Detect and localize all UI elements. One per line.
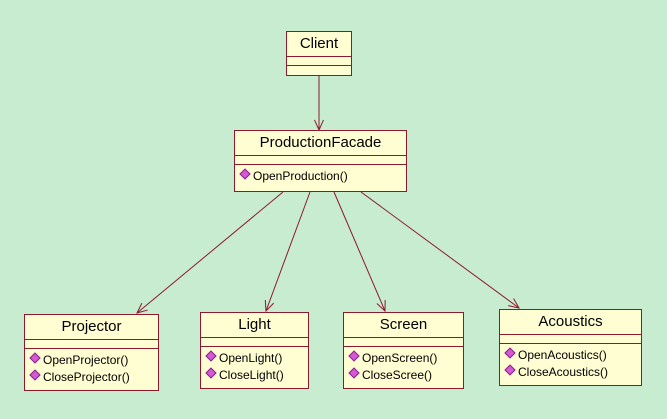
operation-label: CloseAcoustics() bbox=[518, 365, 609, 379]
class-production-facade[interactable]: ProductionFacade OpenProduction() bbox=[234, 130, 407, 192]
public-operation-icon bbox=[205, 367, 217, 379]
class-acoustics[interactable]: Acoustics OpenAcoustics() CloseAcoustics… bbox=[499, 309, 642, 386]
operation-item: OpenProduction() bbox=[239, 168, 406, 185]
class-acoustics-attributes bbox=[500, 335, 641, 344]
class-projector-name: Projector bbox=[25, 315, 158, 340]
arrowhead-light bbox=[264, 299, 275, 313]
operation-item: OpenAcoustics() bbox=[504, 347, 641, 364]
operation-label: CloseProjector() bbox=[43, 370, 130, 384]
class-client-operations bbox=[287, 66, 351, 74]
association-line-facade-acoustics bbox=[360, 191, 520, 309]
operation-label: CloseScree() bbox=[362, 368, 433, 382]
class-screen[interactable]: Screen OpenScreen() CloseScree() bbox=[343, 312, 464, 389]
public-operation-icon bbox=[504, 347, 516, 359]
operation-label: OpenProjector() bbox=[43, 353, 129, 367]
operation-label: OpenAcoustics() bbox=[518, 348, 607, 362]
class-client-name: Client bbox=[287, 32, 351, 57]
public-operation-icon bbox=[348, 350, 360, 362]
operation-label: CloseLight() bbox=[219, 368, 284, 382]
operation-item: CloseScree() bbox=[348, 367, 463, 384]
operation-label: OpenProduction() bbox=[253, 169, 348, 183]
class-acoustics-operations: OpenAcoustics() CloseAcoustics() bbox=[500, 344, 641, 381]
operation-label: OpenScreen() bbox=[362, 351, 438, 365]
operation-item: OpenProjector() bbox=[29, 352, 158, 369]
class-projector[interactable]: Projector OpenProjector() CloseProjector… bbox=[24, 314, 159, 391]
operation-item: OpenLight() bbox=[205, 350, 308, 367]
arrowhead-acoustics bbox=[508, 298, 520, 309]
public-operation-icon bbox=[239, 168, 251, 180]
class-light-attributes bbox=[201, 338, 308, 347]
class-light-name: Light bbox=[201, 313, 308, 338]
public-operation-icon bbox=[348, 367, 360, 379]
operation-item: OpenScreen() bbox=[348, 350, 463, 367]
arrowhead-screen bbox=[376, 299, 386, 313]
class-light[interactable]: Light OpenLight() CloseLight() bbox=[200, 312, 309, 389]
class-acoustics-name: Acoustics bbox=[500, 310, 641, 335]
class-client[interactable]: Client bbox=[286, 31, 352, 76]
public-operation-icon bbox=[29, 369, 41, 381]
operation-item: CloseLight() bbox=[205, 367, 308, 384]
association-line-facade-projector bbox=[136, 191, 284, 314]
public-operation-icon bbox=[29, 352, 41, 364]
association-line-facade-screen bbox=[333, 191, 386, 312]
association-line-facade-light bbox=[265, 191, 311, 312]
public-operation-icon bbox=[504, 364, 516, 376]
class-screen-operations: OpenScreen() CloseScree() bbox=[344, 347, 463, 384]
class-screen-name: Screen bbox=[344, 313, 463, 338]
class-client-attributes bbox=[287, 57, 351, 66]
arrowhead-projector bbox=[136, 302, 148, 314]
class-light-operations: OpenLight() CloseLight() bbox=[201, 347, 308, 384]
operation-item: CloseProjector() bbox=[29, 369, 158, 386]
class-production-facade-name: ProductionFacade bbox=[235, 131, 406, 156]
class-projector-operations: OpenProjector() CloseProjector() bbox=[25, 349, 158, 386]
class-production-facade-operations: OpenProduction() bbox=[235, 165, 406, 185]
class-screen-attributes bbox=[344, 338, 463, 347]
class-projector-attributes bbox=[25, 340, 158, 349]
public-operation-icon bbox=[205, 350, 217, 362]
class-production-facade-attributes bbox=[235, 156, 406, 165]
operation-label: OpenLight() bbox=[219, 351, 283, 365]
operation-item: CloseAcoustics() bbox=[504, 364, 641, 381]
